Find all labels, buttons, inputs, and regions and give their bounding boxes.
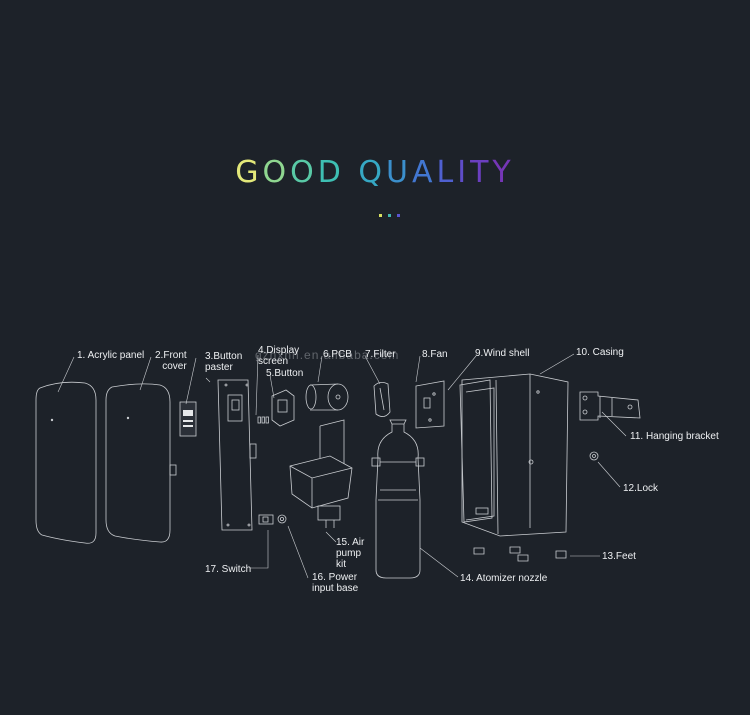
label-button: 5.Button	[266, 368, 304, 379]
title-letter: T	[470, 155, 493, 190]
title-letter: U	[386, 155, 412, 190]
title-letter: G	[235, 155, 263, 190]
title-letter: D	[317, 155, 345, 190]
fan-shape	[415, 380, 445, 429]
title-letter: A	[411, 155, 437, 190]
casing-shape	[461, 373, 569, 537]
watermark: gzhxhh.en.alibaba.com	[255, 348, 400, 362]
display-screen-shape	[271, 389, 295, 427]
page-title: GOOD QUALITY	[0, 155, 750, 190]
title-letter: I	[457, 155, 471, 190]
title-letter: O	[262, 155, 291, 190]
title-letter: Y	[492, 155, 515, 190]
accent-dot	[397, 214, 400, 217]
display-module-shape	[179, 401, 197, 437]
front-cover-shape	[105, 383, 171, 543]
accent-dot	[379, 214, 382, 217]
pcb-shape	[309, 383, 339, 411]
title-letter: L	[436, 155, 458, 190]
hanging-bracket-shape	[579, 391, 641, 421]
label-acrylic-panel: 1. Acrylic panel	[77, 350, 145, 361]
label-fan: 8.Fan	[422, 349, 448, 360]
wind-shell-shape	[459, 379, 493, 523]
label-filter: 7.Filter	[365, 349, 396, 360]
label-power-input-base: 16. Power input base	[312, 572, 359, 594]
label-button-paster: 3.Button paster	[205, 351, 243, 373]
acrylic-panel-shape	[35, 381, 97, 544]
label-front-cover: 2.Front cover	[155, 350, 187, 372]
atomizer-nozzle-shape	[375, 423, 421, 579]
air-pump-kit-shape	[289, 455, 353, 509]
label-atomizer-nozzle: 14. Atomizer nozzle	[460, 573, 548, 584]
accent-dot	[388, 214, 391, 217]
title-letter: O	[290, 155, 318, 190]
label-switch: 17. Switch	[205, 564, 252, 575]
filter-shape	[373, 382, 391, 417]
label-pcb: 6.PCB	[323, 349, 352, 360]
label-lock: 12.Lock	[623, 483, 659, 494]
label-air-pump-kit: 15. Air pump kit	[336, 537, 365, 570]
button-paster-shape	[217, 379, 253, 531]
feet-shape	[473, 546, 567, 562]
label-display-screen: 4.Display screen	[258, 345, 300, 367]
label-casing: 10. Casing	[576, 347, 624, 358]
label-hanging-bracket: 11. Hanging bracket	[630, 431, 719, 442]
title-accent-dots	[379, 204, 406, 217]
power-input-base-shape	[277, 514, 287, 524]
label-feet: 13.Feet	[602, 551, 636, 562]
switch-shape	[258, 514, 274, 525]
label-wind-shell: 9.Wind shell	[475, 348, 530, 359]
lock-shape	[589, 451, 599, 461]
title-letter: Q	[358, 155, 387, 190]
